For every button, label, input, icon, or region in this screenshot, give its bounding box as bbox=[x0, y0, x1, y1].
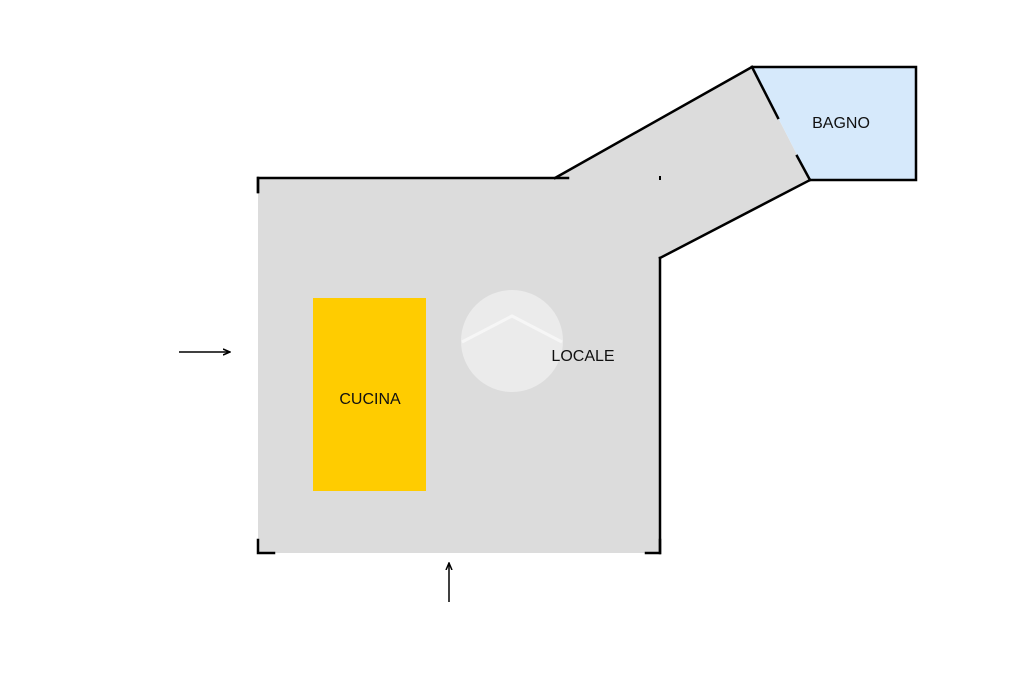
wall-corridor-lower bbox=[658, 178, 812, 260]
house-logo-icon bbox=[461, 290, 563, 392]
walls bbox=[256, 65, 918, 555]
bagno-label: BAGNO bbox=[812, 115, 870, 132]
wall-corridor-upper bbox=[553, 65, 754, 180]
wall-bagno-partition-bottom bbox=[795, 154, 812, 182]
bagno-room-floor bbox=[752, 67, 916, 180]
wall-bagno bbox=[750, 65, 918, 182]
locale-label: LOCALE bbox=[551, 348, 614, 365]
wall-corner-bottom-left bbox=[256, 538, 276, 555]
wall-bagno-partition-top bbox=[750, 65, 780, 120]
cucina-label: CUCINA bbox=[339, 391, 401, 408]
cucina-area bbox=[313, 298, 426, 491]
